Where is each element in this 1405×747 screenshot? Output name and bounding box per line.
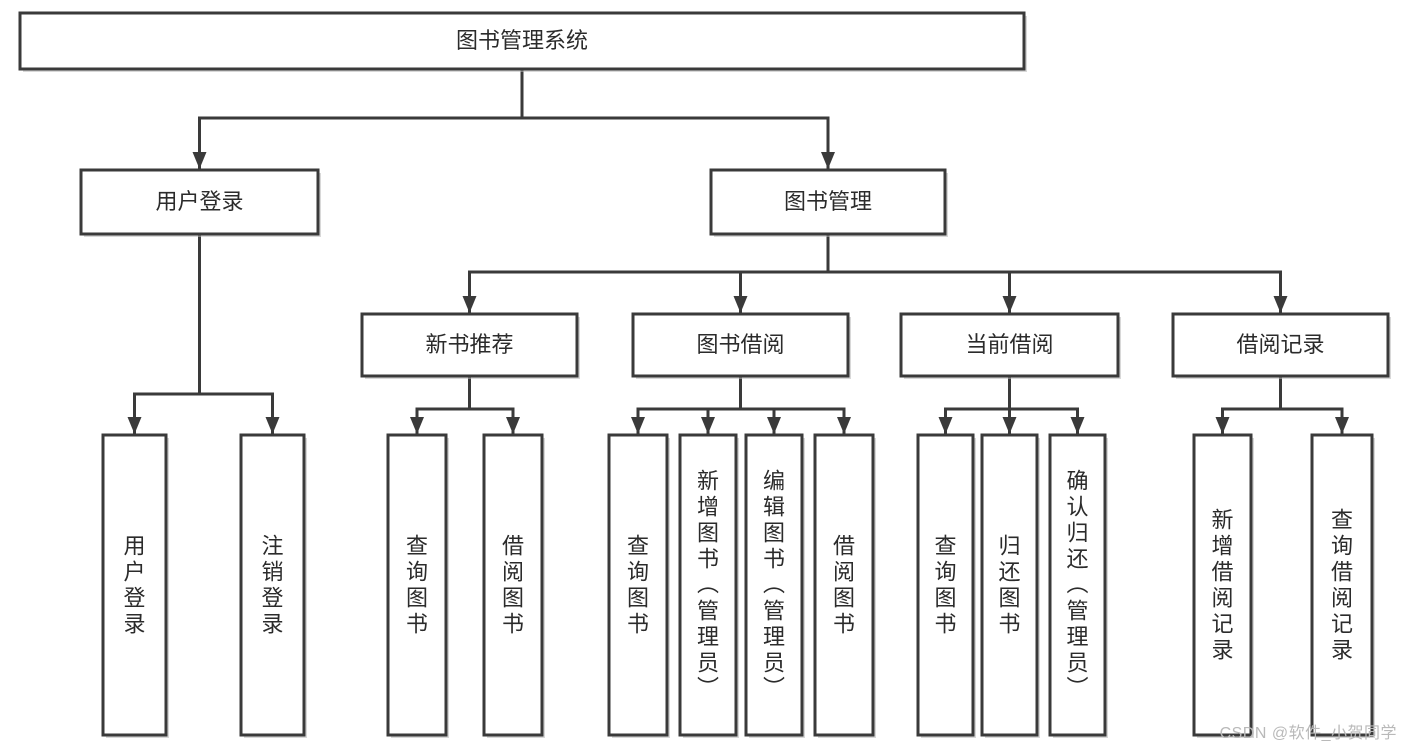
arrow-head <box>127 417 142 434</box>
node-查询图书[interactable]: 查询图书 <box>386 433 449 738</box>
node-label: 编辑图书︵管理员︶ <box>763 468 785 701</box>
node-box[interactable] <box>1048 433 1107 737</box>
node-label: 确认归还︵管理员︶ <box>1066 468 1088 701</box>
node-编辑图书管理员[interactable]: 编辑图书︵管理员︶ <box>744 433 805 738</box>
node-注销登录[interactable]: 注销登录 <box>239 433 307 738</box>
node-label: 借阅记录 <box>1236 332 1324 357</box>
node-label: 注销登录 <box>261 533 283 636</box>
node-label: 查询图书 <box>934 533 956 636</box>
node-box[interactable] <box>709 168 947 236</box>
edges-layer <box>127 67 1349 436</box>
node-label: 查询借阅记录 <box>1331 507 1353 662</box>
arrow-head <box>733 296 748 313</box>
node-label: 归还图书 <box>998 533 1020 636</box>
node-box[interactable] <box>980 433 1039 737</box>
node-新增借阅记录[interactable]: 新增借阅记录 <box>1192 433 1254 738</box>
arrow-head <box>192 152 207 169</box>
node-label: 新增借阅记录 <box>1211 507 1233 662</box>
arrow-head <box>1070 417 1085 434</box>
node-box[interactable] <box>813 433 875 737</box>
edge-group <box>938 374 1085 436</box>
arrow-head <box>821 152 835 169</box>
node-box[interactable] <box>101 433 168 737</box>
node-借阅记录[interactable]: 借阅记录 <box>1171 312 1391 379</box>
node-借阅图书[interactable]: 借阅图书 <box>482 433 545 738</box>
node-box[interactable] <box>1310 433 1374 737</box>
node-用户登录[interactable]: 用户登录 <box>79 168 321 237</box>
node-label: 借阅图书 <box>502 533 524 636</box>
edge-group <box>127 232 280 436</box>
node-用户登录[interactable]: 用户登录 <box>101 433 169 738</box>
node-查询图书[interactable]: 查询图书 <box>607 433 670 738</box>
node-box[interactable] <box>360 312 579 378</box>
node-查询图书[interactable]: 查询图书 <box>916 433 976 738</box>
node-label: 用户登录 <box>155 189 243 214</box>
node-box[interactable] <box>386 433 448 737</box>
edge-group <box>1215 374 1349 436</box>
node-新增图书管理员[interactable]: 新增图书︵管理员︶ <box>678 433 739 738</box>
arrow-head <box>462 296 477 313</box>
node-box[interactable] <box>1192 433 1253 737</box>
node-label: 新书推荐 <box>425 332 513 357</box>
arrow-head <box>631 417 645 434</box>
arrow-head <box>1002 417 1017 434</box>
arrow-head <box>701 417 715 434</box>
node-label: 图书管理 <box>784 189 872 214</box>
node-借阅图书[interactable]: 借阅图书 <box>813 433 876 738</box>
node-box[interactable] <box>79 168 320 236</box>
arrow-head <box>1002 296 1017 313</box>
node-图书管理系统[interactable]: 图书管理系统 <box>18 11 1027 72</box>
arrow-head <box>1215 417 1230 434</box>
arrow-head <box>506 417 520 434</box>
edge-group <box>192 67 835 171</box>
node-box[interactable] <box>1171 312 1390 378</box>
arrow-head <box>837 417 851 434</box>
node-图书管理[interactable]: 图书管理 <box>709 168 948 237</box>
edge-group <box>462 232 1288 315</box>
node-box[interactable] <box>482 433 544 737</box>
node-label: 用户登录 <box>123 533 145 636</box>
node-box[interactable] <box>744 433 804 737</box>
node-label: 借阅图书 <box>833 533 855 636</box>
arrow-head <box>1335 417 1349 434</box>
node-label: 图书借阅 <box>696 332 784 357</box>
node-box[interactable] <box>899 312 1120 378</box>
node-确认归还管理员[interactable]: 确认归还︵管理员︶ <box>1048 433 1108 738</box>
node-label: 新增图书︵管理员︶ <box>697 468 719 701</box>
watermark-text: CSDN @软件_小贺同学 <box>1219 725 1397 742</box>
node-label: 当前借阅 <box>965 332 1053 357</box>
arrow-head <box>767 417 781 434</box>
node-当前借阅[interactable]: 当前借阅 <box>899 312 1121 379</box>
node-图书借阅[interactable]: 图书借阅 <box>631 312 851 379</box>
arrow-head <box>938 417 953 434</box>
nodes-layer: 图书管理系统用户登录图书管理新书推荐图书借阅当前借阅借阅记录用户登录注销登录查询… <box>18 11 1391 738</box>
node-box[interactable] <box>916 433 975 737</box>
arrow-head <box>410 417 424 434</box>
edge-group <box>631 374 851 436</box>
node-box[interactable] <box>18 11 1026 71</box>
node-label: 查询图书 <box>406 533 428 636</box>
node-box[interactable] <box>607 433 669 737</box>
arrow-head <box>265 417 280 434</box>
node-查询借阅记录[interactable]: 查询借阅记录 <box>1310 433 1375 738</box>
node-box[interactable] <box>678 433 738 737</box>
node-box[interactable] <box>631 312 850 378</box>
node-label: 图书管理系统 <box>456 28 588 53</box>
node-新书推荐[interactable]: 新书推荐 <box>360 312 580 379</box>
node-label: 查询图书 <box>627 533 649 636</box>
node-box[interactable] <box>239 433 306 737</box>
edge-group <box>410 374 520 436</box>
node-归还图书[interactable]: 归还图书 <box>980 433 1040 738</box>
arrow-head <box>1273 296 1288 313</box>
